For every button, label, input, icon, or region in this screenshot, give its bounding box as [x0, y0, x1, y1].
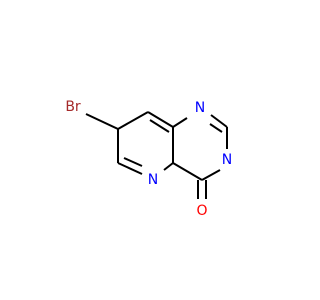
bond-c7-br: [85, 113, 119, 130]
bond-n5-c6: [117, 162, 143, 175]
molecule-structure: Br N N N O: [65, 99, 232, 219]
bond-c8a-n1: [172, 117, 188, 128]
bond-c8-c8a: [147, 111, 174, 128]
bond-c4-c4a: [172, 162, 203, 181]
bond-n3-c4: [201, 169, 221, 181]
bond-c7-c8: [117, 111, 149, 130]
bond-n1-c2-inner: [209, 123, 223, 133]
atom-label-n1: N: [195, 100, 205, 116]
bond-n1-c2: [210, 114, 228, 128]
atom-label-bromine: Br: [65, 99, 81, 115]
atom-label-oxygen: O: [196, 203, 207, 219]
bond-c8-c8a-inner: [149, 119, 170, 133]
atom-label-n3: N: [222, 152, 232, 168]
bond-n5-c6-inner: [123, 157, 143, 167]
bond-c4a-n5: [163, 162, 174, 171]
atom-label-n5: N: [148, 172, 158, 188]
